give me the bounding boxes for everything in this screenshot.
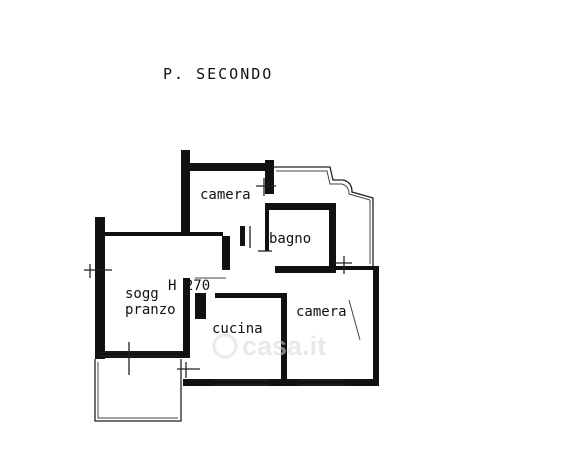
wall-partition-a xyxy=(240,226,245,246)
wall-bath-bottom xyxy=(275,266,335,273)
wall-bath-right xyxy=(329,203,336,273)
room-label-soggiorno-1: sogg xyxy=(125,286,159,302)
room-label-bagno: bagno xyxy=(269,231,311,247)
ceiling-height-label: H 270 xyxy=(168,278,210,294)
wall-left xyxy=(95,217,105,359)
terrace-outline xyxy=(274,166,374,266)
wall-camera-right-upper xyxy=(265,160,274,194)
floor-title: P. SECONDO xyxy=(163,65,273,83)
watermark: casa.it xyxy=(212,331,326,361)
wall-right-top xyxy=(336,266,376,270)
wall-living-right xyxy=(183,278,190,358)
room-label-camera-right: camera xyxy=(296,304,347,320)
pillar xyxy=(195,293,206,319)
wall-camera-left xyxy=(181,150,190,232)
wall-bath-left xyxy=(265,203,269,251)
wall-partition-b xyxy=(222,236,230,270)
thin-lines xyxy=(84,166,374,422)
wall-camera-top xyxy=(181,163,273,171)
balcony-outline-inner xyxy=(97,362,178,419)
walls xyxy=(95,150,379,386)
wall-right xyxy=(373,266,379,386)
room-label-cucina: cucina xyxy=(212,321,263,337)
room-label-camera-top: camera xyxy=(200,187,251,203)
balcony-outline xyxy=(94,359,182,422)
wall-kitchen-top xyxy=(215,293,285,298)
wall-living-top xyxy=(95,217,103,225)
watermark-text: casa.it xyxy=(242,331,326,361)
camera-right-mark xyxy=(348,299,361,341)
wall-bottom xyxy=(183,379,379,386)
watermark-logo-icon xyxy=(212,333,238,359)
room-label-soggiorno-2: pranzo xyxy=(125,302,176,318)
wall-kitchen-right xyxy=(281,293,287,383)
wall-living-bottom xyxy=(95,351,187,358)
wall-bath-top xyxy=(265,203,335,210)
wall-living-top-line xyxy=(103,232,223,236)
terrace-outline-inner xyxy=(276,170,371,264)
